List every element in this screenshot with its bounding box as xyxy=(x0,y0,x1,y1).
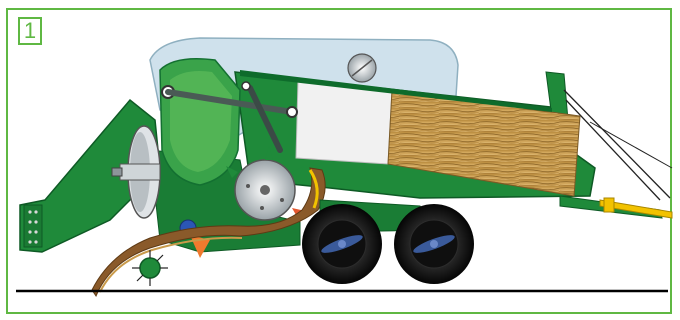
figure-number-label: 1 xyxy=(18,17,42,45)
tire-front xyxy=(302,204,382,284)
plunger xyxy=(296,80,392,164)
tire-rear xyxy=(394,204,474,284)
